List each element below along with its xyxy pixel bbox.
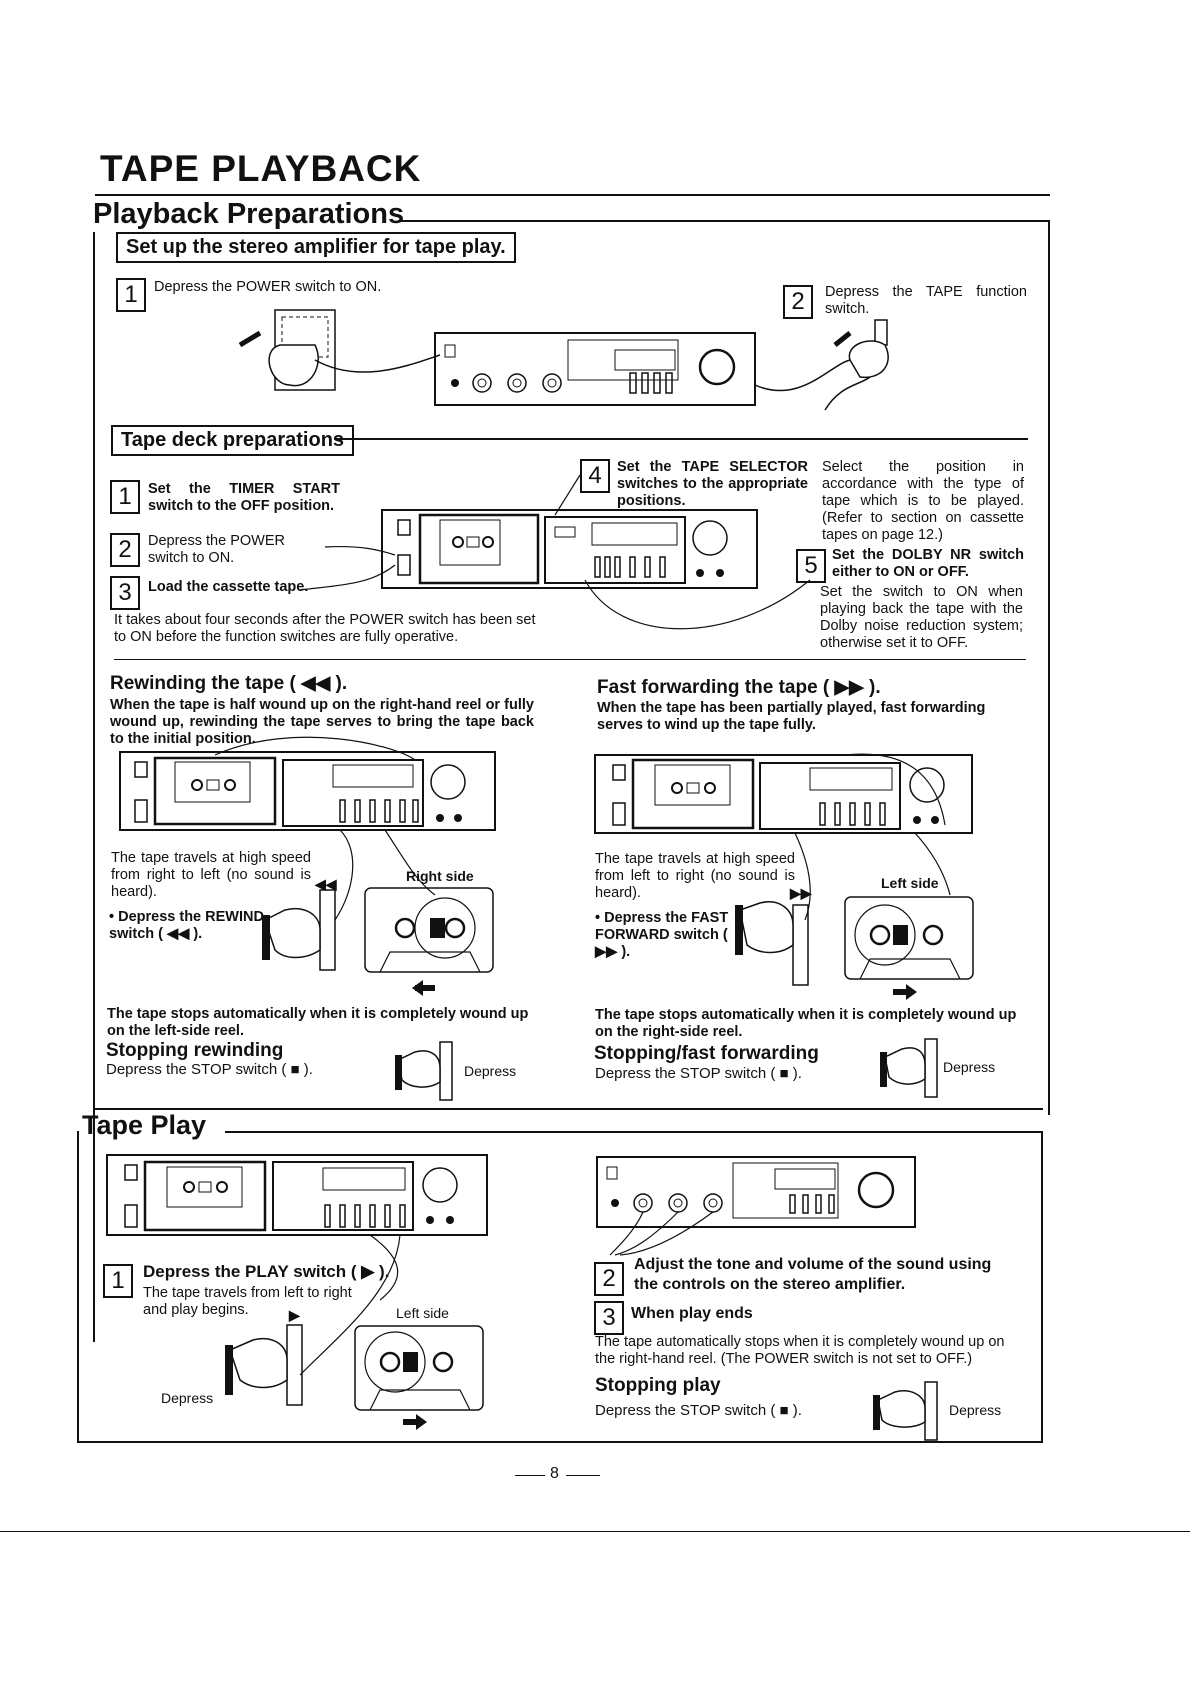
tape-play-right-border: [1041, 1131, 1043, 1443]
step-number: 1: [116, 278, 146, 312]
amplifier-illustration: [238, 309, 889, 411]
deck-step-3-text: Load the cassette tape.: [148, 579, 309, 595]
play-symbol: ▶: [289, 1307, 300, 1323]
ff-stop-note: The tape stops automatically when it is …: [595, 1007, 1017, 1040]
ff-stop-title: Stopping/fast forwarding: [594, 1043, 819, 1064]
bottom-scan-line: [0, 1531, 1190, 1532]
section-title-playback-preparations: Playback Preparations: [93, 198, 405, 230]
play-step-1-text: The tape travels from left to right and …: [143, 1285, 352, 1318]
rewind-title: Rewinding the tape ( ◀◀ ).: [110, 673, 348, 694]
deck-step-4-note: Select the position in accordance with t…: [822, 459, 1024, 543]
deck-header-rule: [334, 438, 1028, 440]
rewind-depress-label: Depress: [464, 1063, 517, 1079]
page-number-rule-right: [566, 1475, 600, 1476]
section-title-tape-play: Tape Play: [82, 1110, 207, 1140]
page-number: 8: [550, 1465, 559, 1482]
deck-step-1-number: 1: [110, 480, 140, 514]
rewind-stop-hand-illustration: [395, 1041, 453, 1101]
ff-travel-text: The tape travels at high speed from left…: [595, 851, 795, 901]
rewind-stop-text: Depress the STOP switch ( ■ ).: [106, 1061, 313, 1078]
deck-step-5-note: Set the switch to ON when playing back t…: [820, 584, 1023, 651]
play-step-1-title: Depress the PLAY switch ( ▶ ).: [143, 1262, 390, 1281]
deck-step-4-number: 4: [580, 459, 610, 493]
ff-action: • Depress the FAST FORWARD switch ( ▶▶ )…: [595, 910, 729, 960]
amp-step-1: 1: [116, 278, 146, 312]
deck-step-4-text: Set the TAPE SELECTOR switches to the ap…: [617, 459, 808, 509]
play-step-2-text: Adjust the tone and volume of the sound …: [634, 1256, 992, 1293]
page-number-rule-left: [515, 1475, 545, 1476]
ff-title: Fast forwarding the tape ( ▶▶ ).: [597, 677, 881, 698]
play-step-3-title: When play ends: [631, 1305, 753, 1322]
amp-setup-header: Set up the stereo amplifier for tape pla…: [116, 232, 516, 263]
ff-symbol: ▶▶: [790, 885, 812, 901]
deck-step-2-number: 2: [110, 533, 140, 567]
amp-step-1-text: Depress the POWER switch to ON.: [154, 279, 382, 295]
amp-step-2: 2: [783, 285, 813, 319]
play-step-1-number: 1: [103, 1264, 133, 1298]
rewind-ff-bottom-rule: [93, 1108, 1043, 1110]
rewind-stop-note: The tape stops automatically when it is …: [107, 1006, 529, 1039]
left-border: [93, 232, 95, 1342]
right-border: [1048, 220, 1050, 1115]
deck-step-2-text: Depress the POWER switch to ON.: [148, 533, 285, 566]
rewind-intro: When the tape is half wound up on the ri…: [110, 697, 534, 747]
deck-step-3-number: 3: [110, 576, 140, 610]
play-stop-title: Stopping play: [595, 1375, 721, 1396]
deck-preparations-header: Tape deck preparations: [111, 425, 355, 456]
deck-step-5-text: Set the DOLBY NR switch either to ON or …: [832, 547, 1024, 580]
rewind-symbol: ◀◀: [315, 876, 337, 892]
play-step-3-number: 3: [594, 1301, 624, 1335]
tape-play-left-border: [77, 1131, 79, 1443]
section-rule: [398, 220, 1048, 222]
play-side-label: Left side: [396, 1305, 449, 1321]
play-stop-depress-label: Depress: [949, 1402, 1002, 1418]
prep-divider: [114, 659, 1026, 660]
deck-step-5-number: 5: [796, 549, 826, 583]
ff-illustration: [594, 753, 974, 1000]
ff-side-label: Left side: [881, 875, 939, 891]
ff-stop-hand-illustration: [880, 1038, 938, 1098]
play-stop-text: Depress the STOP switch ( ■ ).: [595, 1402, 802, 1419]
play-stop-hand-illustration: [873, 1381, 938, 1441]
tape-deck-illustration-prep: [299, 474, 811, 630]
page-title: TAPE PLAYBACK: [100, 148, 422, 189]
play-depress-label: Depress: [161, 1390, 214, 1406]
amplifier-small-illustration: [596, 1156, 916, 1256]
deck-step-1-text: Set the TIMER START switch to the OFF po…: [148, 481, 340, 514]
tape-play-bottom-border: [77, 1441, 1043, 1443]
play-step-3-text: The tape automatically stops when it is …: [595, 1334, 1005, 1367]
rewind-travel-text: The tape travels at high speed from righ…: [111, 850, 311, 900]
ff-depress-label: Depress: [943, 1059, 996, 1075]
tape-play-rule: [225, 1131, 1043, 1133]
ff-stop-text: Depress the STOP switch ( ■ ).: [595, 1065, 802, 1082]
tape-play-illustration: [106, 1154, 488, 1430]
rewind-action: • Depress the REWIND switch ( ◀◀ ).: [109, 909, 264, 942]
rewind-stop-title: Stopping rewinding: [106, 1040, 284, 1061]
rewind-illustration: [119, 736, 496, 996]
power-note: It takes about four seconds after the PO…: [114, 612, 536, 645]
rewind-side-label: Right side: [406, 868, 474, 884]
ff-intro: When the tape has been partially played,…: [597, 700, 986, 733]
play-step-2-number: 2: [594, 1262, 624, 1296]
title-rule: [95, 194, 1050, 196]
step-number: 2: [783, 285, 813, 319]
amp-step-2-text: Depress the TAPE function switch.: [825, 284, 1027, 317]
